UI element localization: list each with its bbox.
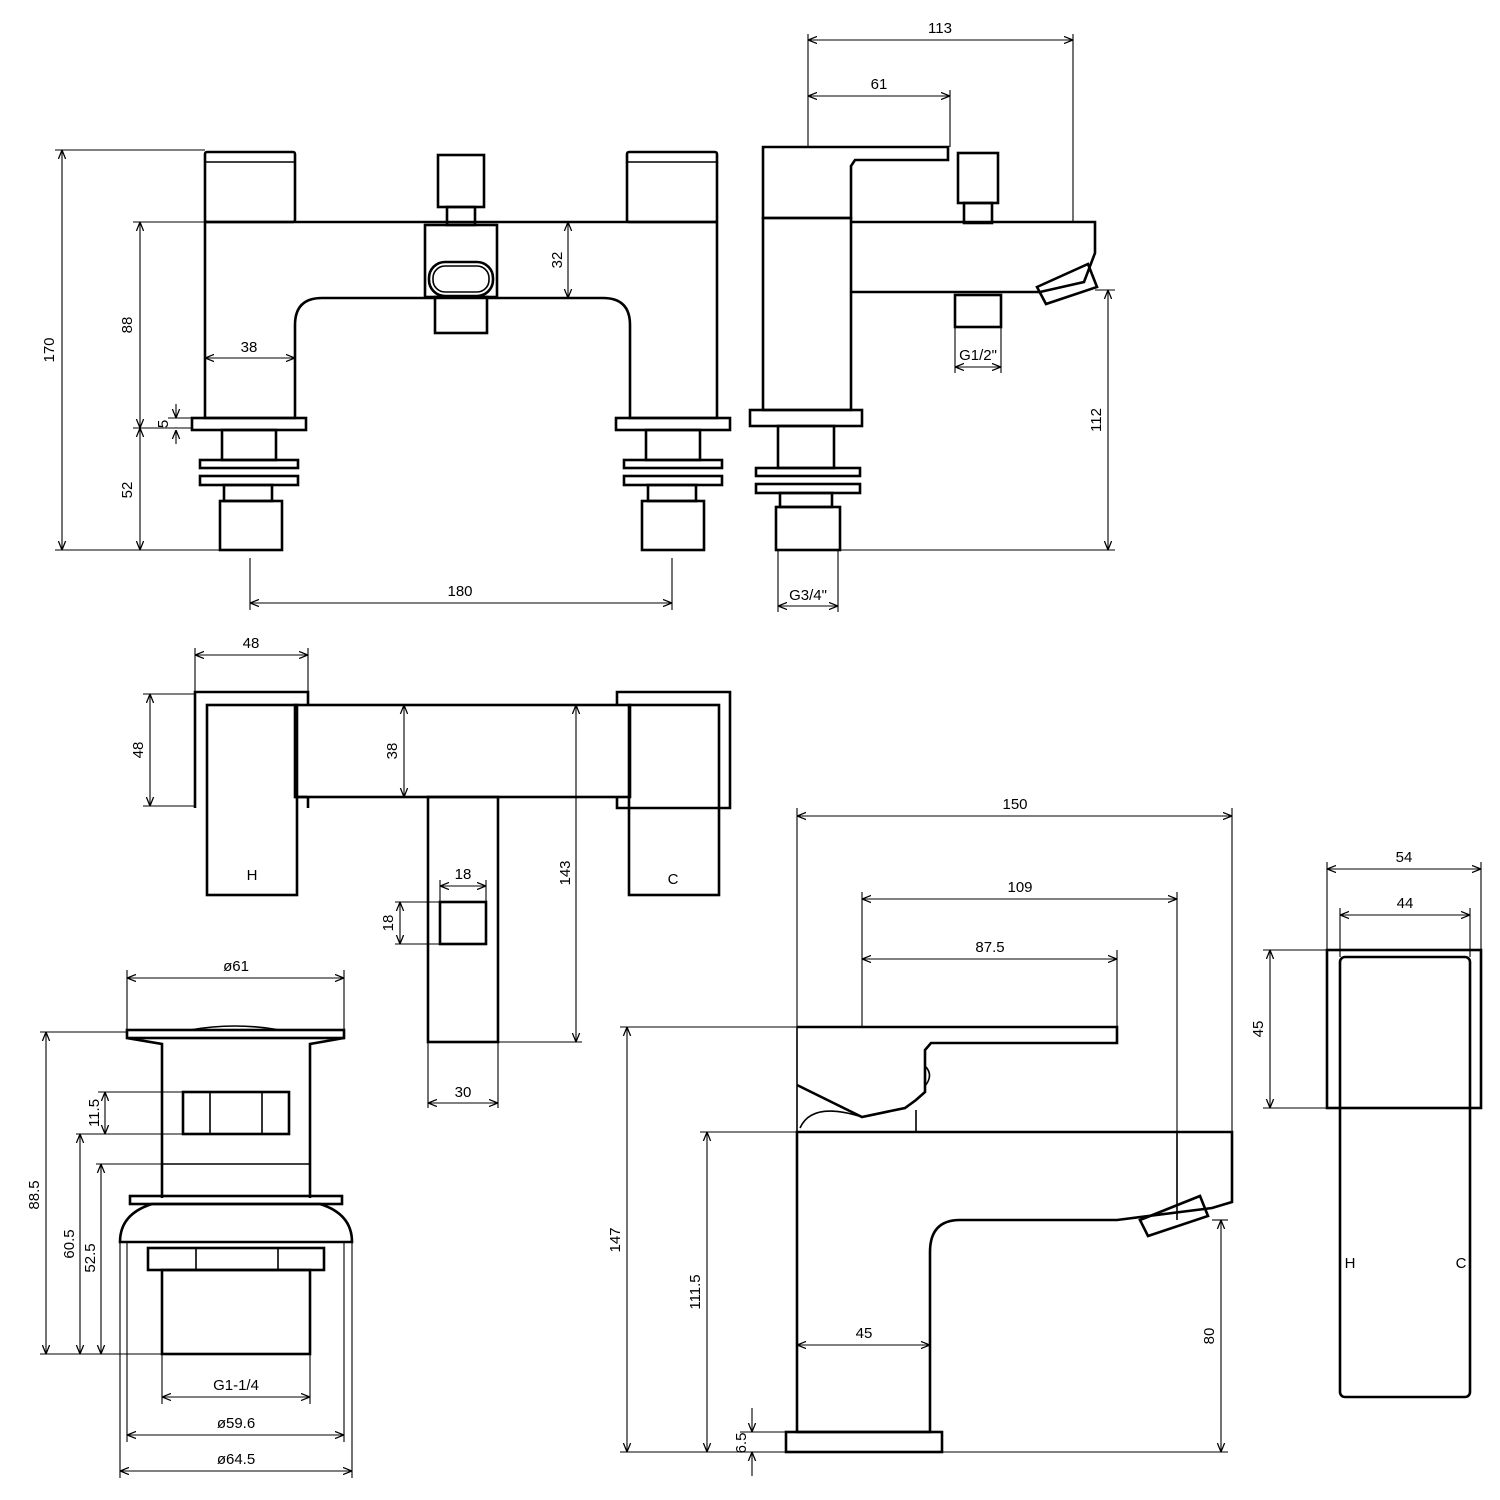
dim-basin-base-width: 45 bbox=[856, 1325, 873, 1342]
dim-waste-height: 88.5 bbox=[26, 1180, 43, 1209]
dim-side-handle: 61 bbox=[871, 76, 888, 93]
dim-waste-flange: ø64.5 bbox=[217, 1451, 255, 1468]
dim-basin-spout: 111.5 bbox=[687, 1274, 704, 1309]
dim-top-handle: 48 bbox=[243, 635, 260, 652]
dim-side-reach: 113 bbox=[928, 20, 952, 37]
dim-front-shank: 52 bbox=[119, 482, 136, 499]
dim-front-centres: 180 bbox=[447, 583, 472, 600]
dim-basin-lever: 87.5 bbox=[975, 939, 1004, 956]
dim-end-height: 45 bbox=[1250, 1021, 1267, 1038]
dim-basin-reach: 109 bbox=[1007, 879, 1032, 896]
dim-top-diverter-v: 18 bbox=[380, 915, 397, 932]
dim-basin-outlet: 80 bbox=[1201, 1328, 1218, 1345]
waste-view: ø61 88.5 11.5 60.5 52.5 G1-1/4 ø59.6 ø64… bbox=[26, 958, 354, 1478]
cold-mark: C bbox=[668, 871, 679, 888]
dim-waste-cap: ø61 bbox=[223, 958, 249, 975]
dim-end-outer: 54 bbox=[1396, 849, 1413, 866]
dim-side-hose-thread: G1/2" bbox=[959, 347, 997, 364]
dim-side-inlet-thread: G3/4" bbox=[789, 587, 827, 604]
top-view: H C 48 48 38 18 18 143 30 bbox=[130, 635, 732, 1108]
dim-waste-thread: G1-1/4 bbox=[213, 1377, 259, 1394]
hot-mark: H bbox=[247, 867, 258, 884]
dim-top-diverter: 18 bbox=[455, 866, 472, 883]
front-view: 170 88 5 52 38 32 180 bbox=[41, 149, 732, 610]
dim-side-outlet-height: 112 bbox=[1088, 408, 1105, 432]
dim-top-bar: 38 bbox=[384, 743, 401, 760]
dim-waste-b: 52.5 bbox=[82, 1243, 99, 1272]
dim-front-bridge: 32 bbox=[549, 252, 566, 269]
dim-basin-base: 6.5 bbox=[733, 1433, 750, 1454]
end-hot-mark: H bbox=[1345, 1255, 1356, 1272]
dim-waste-body: ø59.6 bbox=[217, 1415, 255, 1432]
basin-end-view: H C 54 44 45 bbox=[1250, 849, 1483, 1399]
dim-front-body: 88 bbox=[119, 317, 136, 334]
dim-top-spout: 30 bbox=[455, 1084, 472, 1101]
basin-side-view: 150 109 87.5 147 111.5 6.5 80 45 bbox=[607, 796, 1234, 1476]
dim-front-height: 170 bbox=[41, 337, 58, 362]
dim-waste-a: 60.5 bbox=[61, 1229, 78, 1258]
dim-basin-depth: 150 bbox=[1002, 796, 1027, 813]
dim-top-reach: 143 bbox=[557, 860, 574, 885]
dim-top-depth: 48 bbox=[130, 742, 147, 759]
end-cold-mark: C bbox=[1456, 1255, 1467, 1272]
dim-front-leg: 38 bbox=[241, 339, 258, 356]
dim-end-inner: 44 bbox=[1397, 895, 1414, 912]
dim-waste-slot: 11.5 bbox=[86, 1099, 103, 1127]
dim-basin-height: 147 bbox=[607, 1227, 624, 1252]
dim-front-plate: 5 bbox=[155, 420, 172, 428]
side-view: 113 61 G1/2" 112 G3/4" bbox=[748, 20, 1115, 612]
